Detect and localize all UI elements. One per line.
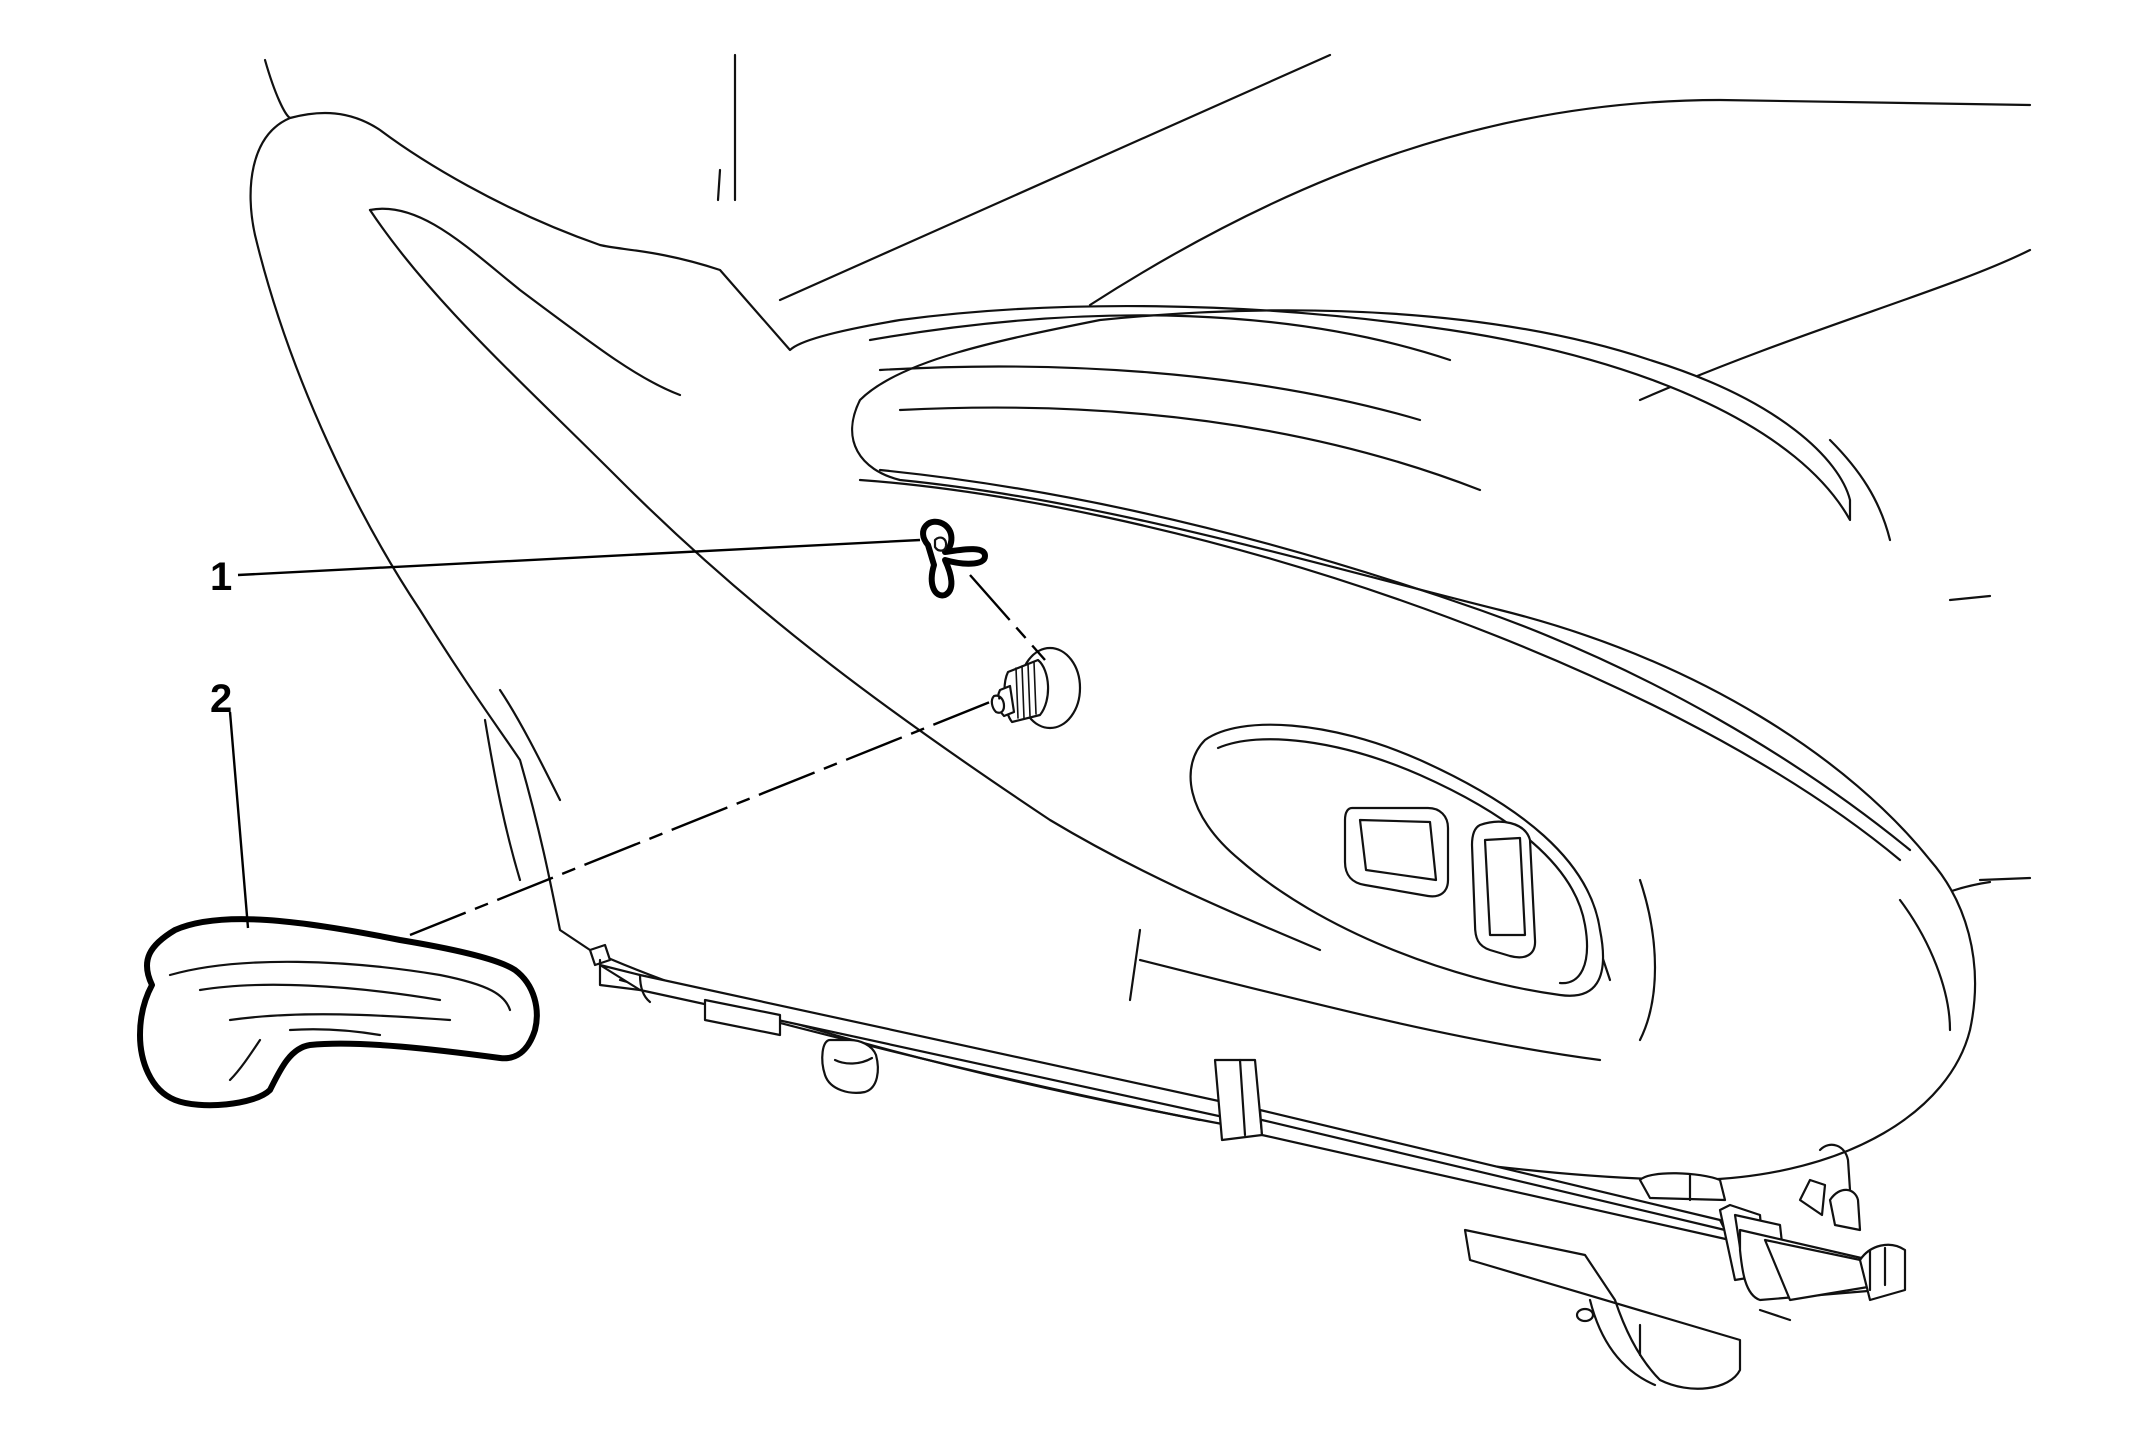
recliner-shaft bbox=[990, 646, 1082, 730]
seat-switch-bezel bbox=[1189, 723, 1605, 997]
callout-2-label: 2 bbox=[210, 677, 232, 721]
seat-recline-switch bbox=[1470, 820, 1537, 959]
callout-2-leader bbox=[228, 711, 250, 929]
seat-stud bbox=[821, 1038, 879, 1094]
recliner-handle bbox=[137, 916, 540, 1109]
clip-alignment-dashline bbox=[969, 574, 1046, 661]
leader-lines bbox=[228, 538, 1046, 937]
seat-track bbox=[588, 943, 1907, 1390]
handle-alignment-dashline bbox=[409, 696, 1001, 937]
retaining-clip bbox=[920, 518, 988, 599]
track-bracket bbox=[1463, 1228, 1742, 1390]
callout-1-label: 1 bbox=[210, 555, 232, 599]
seat-cushion-background bbox=[263, 53, 2032, 902]
seat-adjuster-switch bbox=[1343, 806, 1450, 898]
callout-1-leader bbox=[237, 538, 921, 577]
